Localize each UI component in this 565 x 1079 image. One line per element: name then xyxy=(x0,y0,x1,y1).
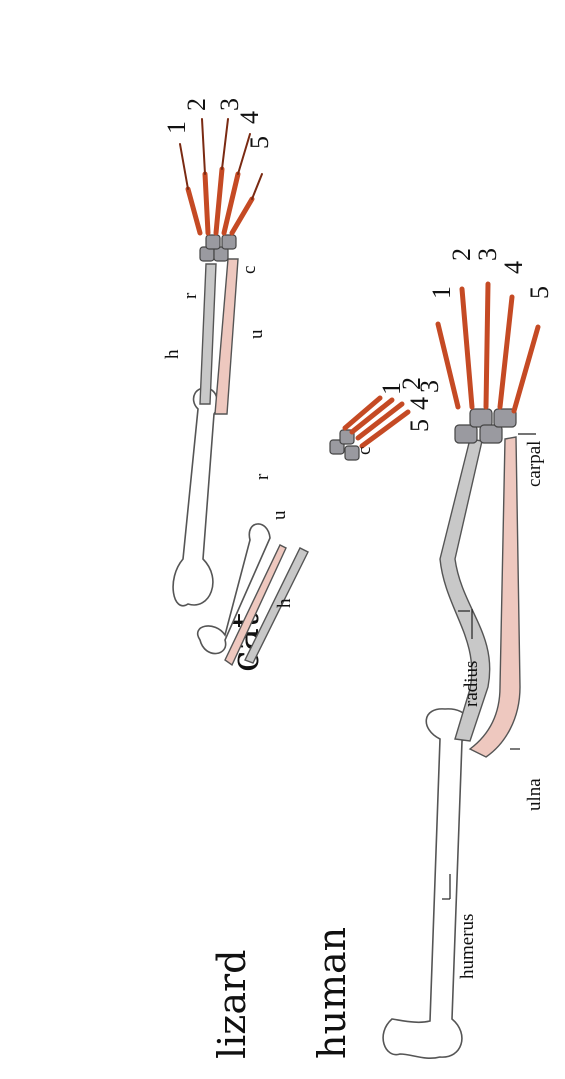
cat-label-h: h xyxy=(274,598,295,608)
cat-label-c: c xyxy=(354,447,375,455)
cat-digit-3: 3 xyxy=(415,380,444,393)
cat-digit-4: 4 xyxy=(405,397,434,410)
cat-label-u: u xyxy=(269,510,290,520)
panel-cat-drawing: cat h r u c 1 2 3 4 5 xyxy=(198,377,444,672)
cat-label-r: r xyxy=(252,473,273,480)
cat-digit-5: 5 xyxy=(405,419,434,432)
